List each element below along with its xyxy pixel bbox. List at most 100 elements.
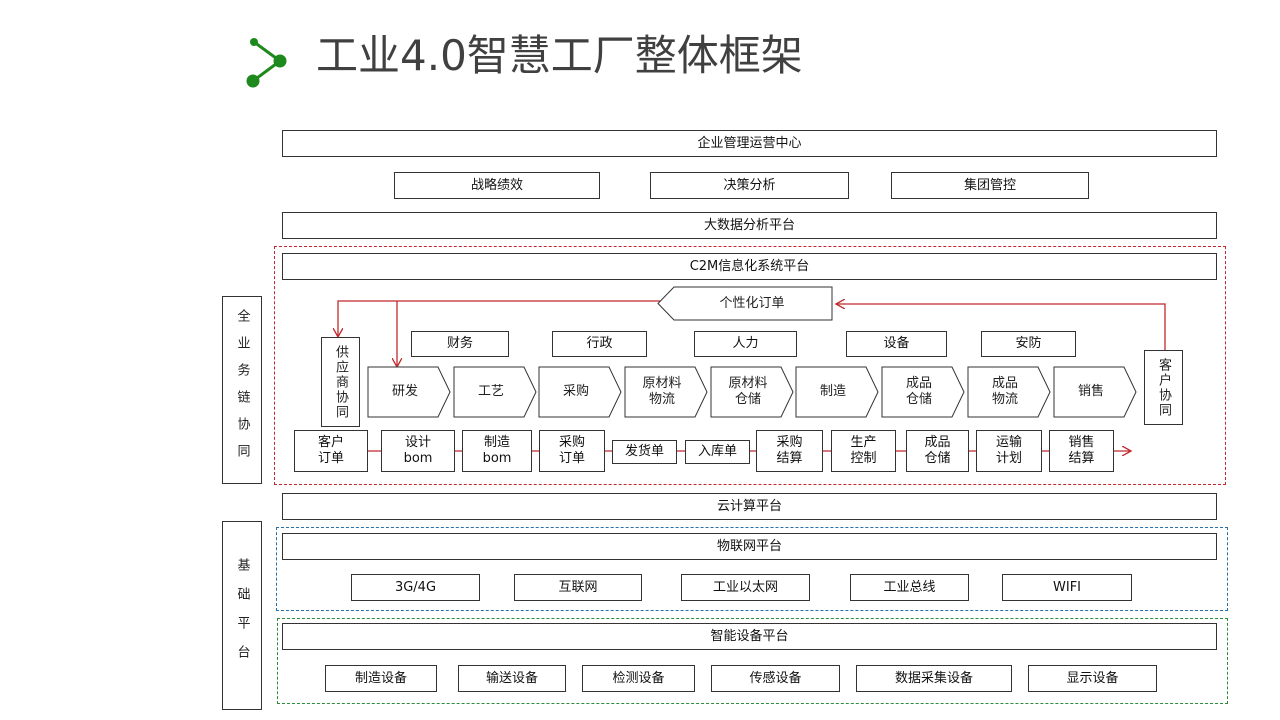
process-chevron xyxy=(367,366,451,418)
flow-step-box: 成品 仓储 xyxy=(906,430,969,472)
iot-item-internet: 互联网 xyxy=(514,574,642,601)
smart-item-label: 传感设备 xyxy=(749,670,802,686)
flow-step-label: 入库单 xyxy=(697,444,737,459)
smart-item-sensing: 传感设备 xyxy=(711,665,840,692)
iot-item-label: 工业总线 xyxy=(883,579,936,595)
flow-step-box: 采购 订单 xyxy=(539,430,605,472)
function-label: 安防 xyxy=(1015,336,1042,351)
bigdata-platform-box: 大数据分析平台 xyxy=(282,212,1217,239)
ops-item-decision: 决策分析 xyxy=(650,172,849,199)
cloud-platform-box: 云计算平台 xyxy=(282,493,1217,520)
c2m-platform-box: C2M信息化系统平台 xyxy=(282,253,1217,280)
process-chevron-label: 工艺 xyxy=(477,384,504,399)
flow-step-box: 运输 计划 xyxy=(976,430,1042,472)
function-security: 安防 xyxy=(981,331,1076,357)
smart-platform-box: 智能设备平台 xyxy=(282,623,1217,650)
iot-item-ethernet: 工业以太网 xyxy=(681,574,810,601)
iot-item-label: 互联网 xyxy=(558,579,598,595)
flow-step-label: 运输 计划 xyxy=(995,435,1022,466)
iot-platform-label: 物联网平台 xyxy=(716,538,782,554)
iot-item-label: 3G/4G xyxy=(394,579,437,595)
flow-step-box: 采购 结算 xyxy=(756,430,823,472)
flow-step-box: 生产 控制 xyxy=(831,430,896,472)
flow-step-label: 设计 bom xyxy=(403,435,433,466)
process-chevron-label: 研发 xyxy=(391,384,418,399)
process-chevron-label: 原材料 物流 xyxy=(642,376,682,407)
customer-collab-box: 客户协同 xyxy=(1144,350,1183,425)
process-chevron xyxy=(795,366,879,418)
process-chevron xyxy=(710,366,794,418)
iot-item-3g4g: 3G/4G xyxy=(351,574,480,601)
flow-step-label: 生产 控制 xyxy=(850,435,877,466)
ops-item-strategy: 战略绩效 xyxy=(394,172,600,199)
ops-center-box: 企业管理运营中心 xyxy=(282,130,1217,157)
iot-item-label: 工业以太网 xyxy=(712,579,778,595)
ops-item-label: 战略绩效 xyxy=(470,177,523,193)
smart-item-label: 检测设备 xyxy=(612,670,665,686)
process-chevron-label: 销售 xyxy=(1077,384,1104,399)
function-label: 财务 xyxy=(446,336,473,351)
supplier-collab-label: 供应商协同 xyxy=(333,344,348,420)
process-chevron-label: 成品 物流 xyxy=(991,376,1018,407)
flow-step-label: 采购 订单 xyxy=(558,435,585,466)
smart-item-label: 制造设备 xyxy=(354,670,407,686)
smart-item-conveying: 输送设备 xyxy=(458,665,566,692)
process-chevron xyxy=(624,366,708,418)
iot-item-label: WIFI xyxy=(1053,579,1081,595)
flow-step-box: 设计 bom xyxy=(381,430,455,472)
ops-item-group: 集团管控 xyxy=(891,172,1089,199)
flow-step-box: 客户 订单 xyxy=(294,430,368,472)
smart-item-label: 输送设备 xyxy=(485,670,538,686)
flow-step-label: 客户 订单 xyxy=(317,435,344,466)
page-title: 工业4.0智慧工厂整体框架 xyxy=(316,31,803,80)
smart-item-manufacturing: 制造设备 xyxy=(325,665,437,692)
process-chevron xyxy=(881,366,965,418)
process-chevron-label: 原材料 仓储 xyxy=(728,376,768,407)
side-label-foundation: 基础平台 xyxy=(222,521,262,710)
smart-item-inspection: 检测设备 xyxy=(582,665,695,692)
customer-collab-label: 客户协同 xyxy=(1156,357,1171,418)
smart-device-region xyxy=(277,618,1228,704)
iot-item-fieldbus: 工业总线 xyxy=(850,574,969,601)
flow-step-label: 销售 结算 xyxy=(1068,435,1095,466)
smart-item-label: 显示设备 xyxy=(1066,670,1119,686)
ops-item-label: 决策分析 xyxy=(723,177,776,193)
process-chevron xyxy=(538,366,622,418)
iot-item-wifi: WIFI xyxy=(1002,574,1132,601)
process-chevron xyxy=(453,366,537,418)
c2m-region xyxy=(274,246,1226,485)
flow-step-box: 入库单 xyxy=(685,440,750,464)
smart-item-display: 显示设备 xyxy=(1028,665,1157,692)
flow-step-box: 制造 bom xyxy=(462,430,532,472)
function-label: 设备 xyxy=(883,336,910,351)
function-admin: 行政 xyxy=(552,331,647,357)
flow-step-label: 采购 结算 xyxy=(776,435,803,466)
function-finance: 财务 xyxy=(411,331,509,357)
ops-center-label: 企业管理运营中心 xyxy=(697,135,802,151)
process-chevron-label: 制造 xyxy=(819,384,846,399)
flow-step-box: 发货单 xyxy=(612,440,677,464)
side-label-business: 全业务链协同 xyxy=(222,296,262,484)
function-hr: 人力 xyxy=(694,331,797,357)
personal-order-label: 个性化订单 xyxy=(719,295,785,311)
ops-item-label: 集团管控 xyxy=(963,177,1016,193)
flow-step-label: 成品 仓储 xyxy=(924,435,951,466)
function-label: 人力 xyxy=(732,336,759,351)
cloud-platform-label: 云计算平台 xyxy=(716,498,782,514)
iot-region xyxy=(276,527,1228,611)
supplier-collab-box: 供应商协同 xyxy=(321,337,360,427)
iot-platform-box: 物联网平台 xyxy=(282,533,1217,560)
flow-step-label: 制造 bom xyxy=(482,435,512,466)
process-chevron-label: 采购 xyxy=(562,384,589,399)
function-label: 行政 xyxy=(586,336,613,351)
smart-platform-label: 智能设备平台 xyxy=(710,628,789,644)
side-label-foundation-text: 基础平台 xyxy=(234,557,250,674)
process-chevron-label: 成品 仓储 xyxy=(905,376,932,407)
bigdata-platform-label: 大数据分析平台 xyxy=(703,217,795,233)
flow-step-label: 发货单 xyxy=(624,444,664,459)
process-chevron xyxy=(1053,366,1137,418)
smart-item-data-collection: 数据采集设备 xyxy=(856,665,1012,692)
